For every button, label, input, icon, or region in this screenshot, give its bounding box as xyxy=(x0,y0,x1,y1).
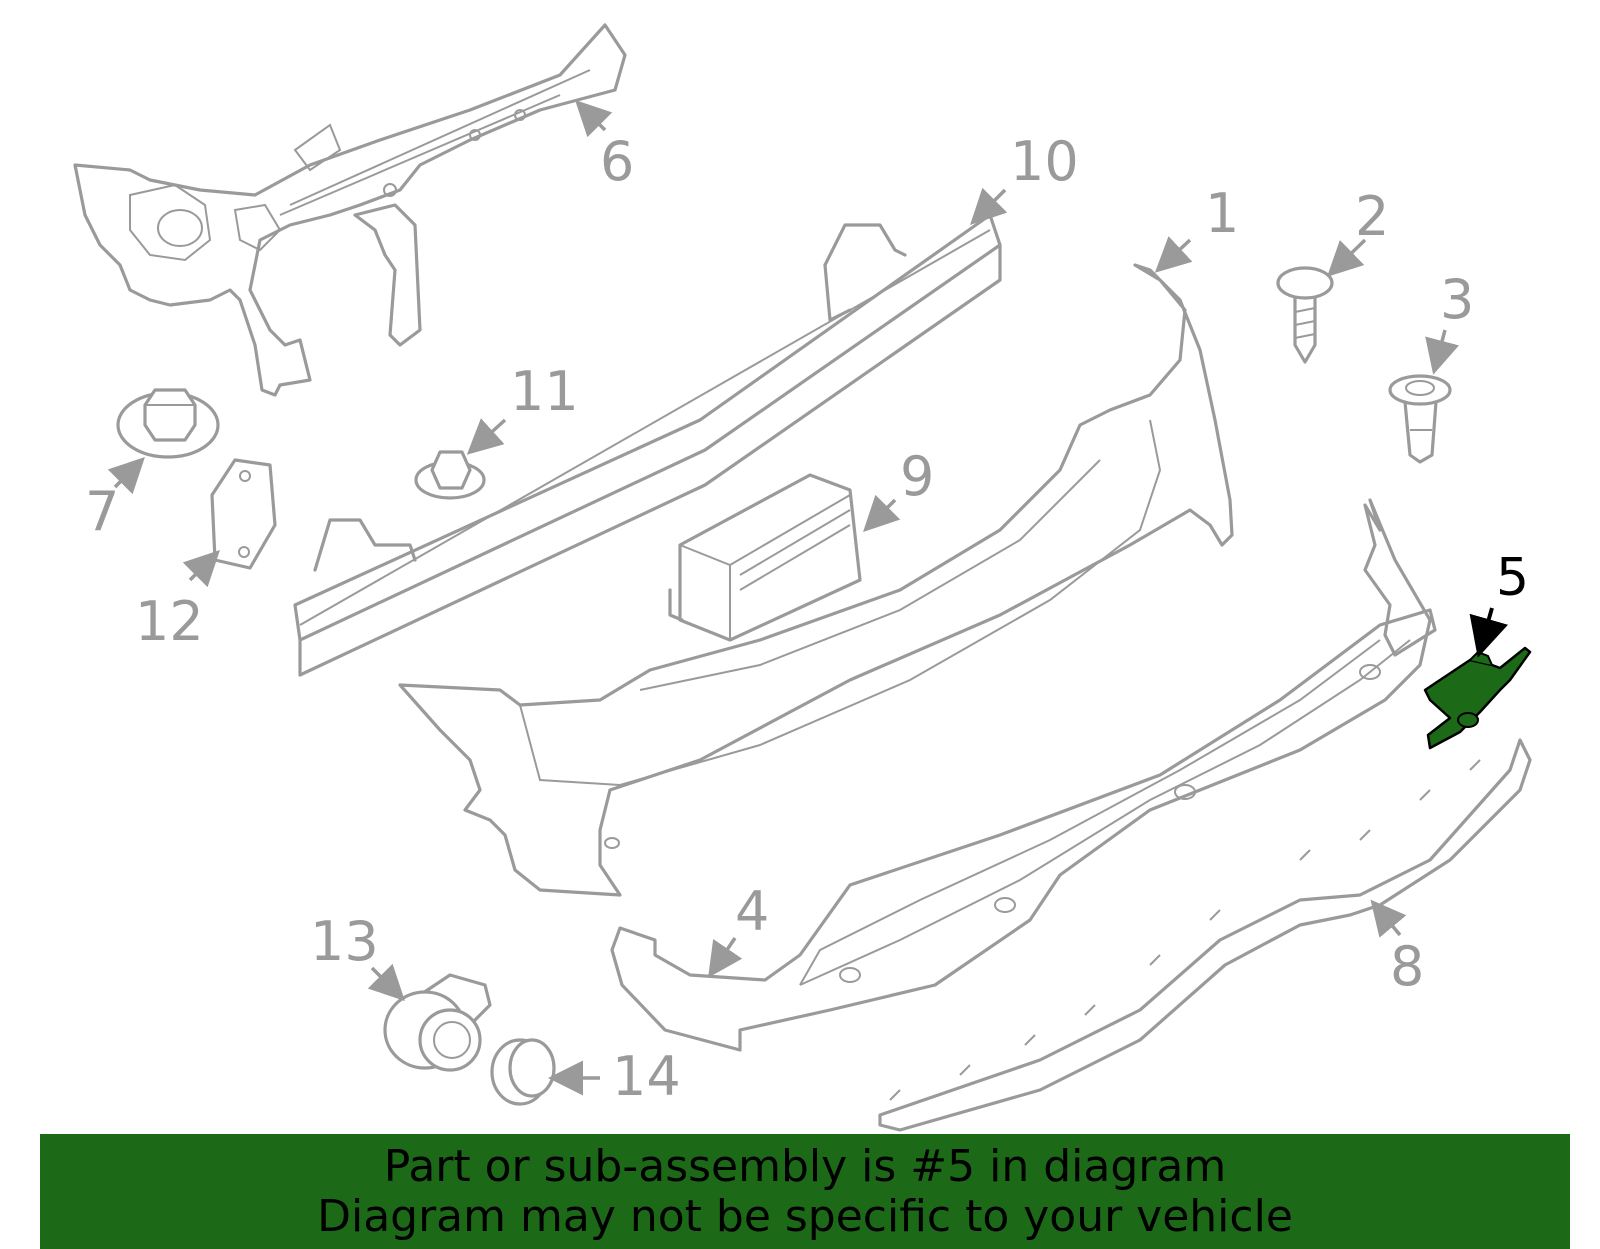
callout-13: 13 xyxy=(310,910,379,973)
callout-7: 7 xyxy=(85,480,119,543)
part-6-carrier: 6 xyxy=(73,23,634,397)
part-10-reinforcement-beam: 10 xyxy=(293,130,1079,677)
part-2-screw: 2 xyxy=(1276,185,1389,364)
part-14-sensor-cap: 14 xyxy=(490,1038,681,1108)
callout-3: 3 xyxy=(1440,268,1474,331)
banner-line-1: Part or sub-assembly is #5 in diagram xyxy=(383,1141,1227,1192)
part-9-bracket: 9 xyxy=(668,445,934,642)
part-11-nut: 11 xyxy=(414,360,579,500)
part-7-flange-nut: 7 xyxy=(85,388,220,543)
part-13-parking-sensor: 13 xyxy=(310,910,492,1072)
part-8-trim-strip: 8 xyxy=(878,738,1532,1132)
callout-10: 10 xyxy=(1010,130,1079,193)
part-12-plate: 12 xyxy=(135,458,277,653)
part-3-expansion-nut: 3 xyxy=(1388,268,1474,464)
callout-12: 12 xyxy=(135,590,204,653)
callout-5: 5 xyxy=(1496,548,1529,608)
callout-9: 9 xyxy=(900,445,934,508)
part-5-bracket-highlighted: 5 xyxy=(1423,548,1532,750)
callout-1: 1 xyxy=(1205,182,1239,245)
callout-6: 6 xyxy=(600,130,634,193)
callout-8: 8 xyxy=(1390,935,1424,998)
callout-2: 2 xyxy=(1355,185,1389,248)
part-1-bumper-cover: 1 xyxy=(398,182,1239,897)
callout-14: 14 xyxy=(612,1045,681,1108)
info-banner: Part or sub-assembly is #5 in diagram Di… xyxy=(40,1134,1570,1249)
banner-line-2: Diagram may not be specific to your vehi… xyxy=(317,1191,1293,1242)
callout-11: 11 xyxy=(510,360,579,423)
part-4-diffuser: 4 xyxy=(610,498,1437,1052)
callout-4: 4 xyxy=(735,880,769,943)
